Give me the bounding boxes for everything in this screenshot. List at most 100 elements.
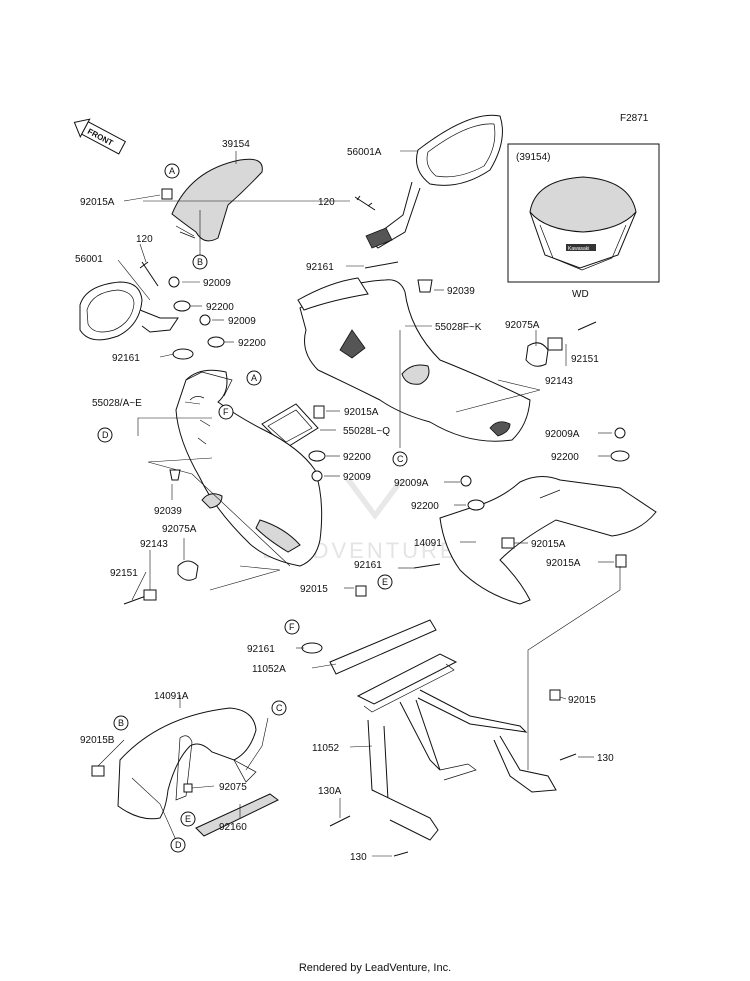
- label-92015a-under: 92015A: [531, 539, 566, 550]
- bolt-130-bottom: [393, 851, 409, 857]
- label-56001: 56001: [75, 254, 103, 265]
- label-92161-stay: 92161: [354, 560, 382, 571]
- label-92015a-top: 92015A: [80, 197, 115, 208]
- inset-title: (39154): [516, 152, 550, 163]
- callout-a-mid: A: [246, 370, 262, 386]
- right-upper-cowl-part: [297, 277, 531, 442]
- callout-e-lower: E: [180, 811, 196, 827]
- grommet-92075a-right: [525, 342, 549, 367]
- label-92009-b: 92009: [228, 316, 256, 327]
- collar-92143-right: [547, 337, 563, 351]
- callout-a-top: A: [164, 163, 180, 179]
- left-side-cowl-part: [175, 369, 323, 567]
- callout-b-lower: B: [113, 715, 129, 731]
- plate-92161-f: [301, 642, 323, 654]
- label-14091a: 14091A: [154, 691, 189, 702]
- label-92075: 92075: [219, 782, 247, 793]
- screw-92009a-mid: [460, 475, 472, 487]
- plate-92161-stay: [413, 563, 441, 569]
- label-92009a-mid: 92009A: [394, 478, 429, 489]
- leader-lines: [97, 150, 621, 857]
- grommet-92015-right: [549, 689, 561, 701]
- label-14091: 14091: [414, 538, 442, 549]
- label-92015a-mid: 92015A: [344, 407, 379, 418]
- figure-code: F2871: [620, 113, 649, 124]
- callout-e-stay: E: [377, 574, 393, 590]
- label-92039-top: 92039: [447, 286, 475, 297]
- label-92015a-right: 92015A: [546, 558, 581, 569]
- label-130-right: 130: [597, 753, 614, 764]
- svg-text:B: B: [197, 257, 203, 267]
- callout-f-stay: F: [284, 619, 300, 635]
- label-92009-a: 92009: [203, 278, 231, 289]
- label-92015b: 92015B: [80, 735, 115, 746]
- label-92200-right: 92200: [551, 452, 579, 463]
- inner-cover-part: [439, 476, 657, 605]
- grommet-92015a-mid: [313, 405, 325, 419]
- rubber-strip-part: [195, 793, 279, 837]
- label-92075a-left: 92075A: [162, 524, 197, 535]
- grommet-92015a-top: [161, 188, 173, 200]
- svg-text:D: D: [102, 430, 109, 440]
- bolt-92151-left: [123, 595, 147, 605]
- label-92151-left: 92151: [110, 568, 138, 579]
- label-92039-left: 92039: [154, 506, 182, 517]
- svg-text:A: A: [251, 373, 257, 383]
- washer-92200-a: [173, 300, 191, 312]
- footer-credit: Rendered by LeadVenture, Inc.: [298, 962, 452, 974]
- label-92151-right: 92151: [571, 354, 599, 365]
- svg-text:E: E: [185, 814, 191, 824]
- grommet-92015-stay: [355, 585, 367, 597]
- label-92009-mid: 92009: [343, 472, 371, 483]
- inset-brand: Kawasaki: [568, 246, 589, 252]
- callout-d-left: D: [97, 427, 113, 443]
- label-39154: 39154: [222, 139, 250, 150]
- label-92200-b: 92200: [238, 338, 266, 349]
- screw-92009-mid: [311, 470, 323, 482]
- svg-text:C: C: [397, 454, 404, 464]
- front-arrow-icon: FRONT: [73, 118, 127, 155]
- washer-92200-mid2: [467, 499, 485, 511]
- collar-92143-left: [143, 589, 157, 601]
- svg-text:F: F: [223, 407, 229, 417]
- bolt-130-right: [559, 753, 577, 761]
- label-92075a-right: 92075A: [505, 320, 540, 331]
- screw-92009-a: [168, 276, 180, 288]
- part-labels: 39154 56001A 92015A 120 120 56001 92161 …: [75, 139, 614, 863]
- windshield-part: [171, 158, 263, 242]
- plate-92161-top: [364, 261, 399, 269]
- nut-92039-top: [417, 279, 433, 293]
- label-92015-right: 92015: [568, 695, 596, 706]
- label-92009a-right: 92009A: [545, 429, 580, 440]
- label-92143-left: 92143: [140, 539, 168, 550]
- callout-c-lower: C: [271, 700, 287, 716]
- label-130a: 130A: [318, 786, 342, 797]
- cowling-stay-part: [329, 619, 557, 841]
- grommet-92015a-right: [615, 554, 627, 568]
- svg-text:E: E: [382, 577, 388, 587]
- callout-markers: A B A F D C E F B C E D: [97, 163, 408, 853]
- svg-text:A: A: [169, 166, 175, 176]
- svg-text:B: B: [118, 718, 124, 728]
- label-92161-left: 92161: [112, 353, 140, 364]
- label-11052a: 11052A: [252, 664, 286, 675]
- washer-92200-b: [207, 336, 225, 348]
- bolt-120-left: [139, 261, 159, 287]
- bolt-130a: [329, 815, 351, 827]
- nut-92039-left: [169, 469, 181, 481]
- callout-b-top: B: [192, 254, 208, 270]
- svg-text:C: C: [276, 703, 283, 713]
- label-130-bottom: 130: [350, 852, 367, 863]
- screw-92009a-right: [614, 427, 626, 439]
- label-92200-a: 92200: [206, 302, 234, 313]
- inset-brand-plate: [566, 244, 596, 251]
- label-92015-stay: 92015: [300, 584, 328, 595]
- label-92200-mid: 92200: [343, 452, 371, 463]
- bolt-120-top: [354, 195, 376, 211]
- label-56001a: 56001A: [347, 147, 382, 158]
- plate-92161-left: [172, 348, 194, 360]
- right-mirror-part: [365, 114, 503, 249]
- label-92160: 92160: [219, 822, 247, 833]
- label-55028ae: 55028/A~E: [92, 398, 142, 409]
